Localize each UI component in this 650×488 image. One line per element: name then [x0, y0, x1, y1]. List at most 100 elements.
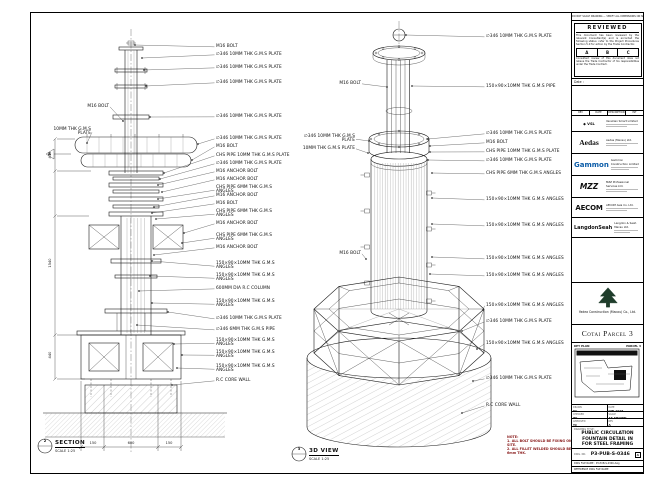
dim-label: 150: [89, 441, 97, 445]
callout-label: ∅346 10mm THK G.M.S PLATE: [486, 130, 552, 136]
status-option-a: A: [577, 48, 598, 56]
callout-label: M16 ANCHOR BOLT: [216, 176, 259, 182]
contractor-block: Yadea Construction (Macau) Co., Ltd.: [572, 283, 643, 325]
callout-label: CHS PIPE 10mm THK G.M.S PLATE: [216, 152, 290, 158]
callout-label: M16 ANCHOR BOLT: [216, 244, 259, 250]
drawing-title-line: PUBLIC CIRCULATION: [581, 431, 634, 436]
review-status-options: A B C: [576, 47, 639, 57]
dim-label: 600: [127, 441, 135, 445]
dwg-rev-badge: A: [634, 451, 641, 458]
drawing-title-line: FOUNTAIN DETAIL IN: [582, 436, 633, 442]
callout-label: M16 BOLT: [216, 43, 238, 49]
drawing-sheet: M16 BOLT ∅346 10mm THK G.M.S PLATE ∅346 …: [30, 12, 644, 474]
callout-label: ∅346 10mm THK G.M.S PLATE: [486, 157, 552, 163]
drawing-title-line: FOR STEEL FRAMING: [581, 442, 634, 447]
revision-area: REV DATE DESCRIPTION INT: [572, 86, 643, 116]
info-value: A: [608, 422, 611, 427]
leader-lines: [86, 34, 485, 414]
drawing-number-row: DWG. NO. P3-PUB-S-0346 A: [572, 449, 643, 461]
callout-label: 150×90×10mm THK G.M.S ANGLES: [216, 272, 275, 283]
callout-label: M16 BOLT: [216, 143, 238, 149]
callout-label: 10mm THK G.M.S PLATE: [53, 126, 91, 137]
consultant-row: Gammon Gammon Construction Limited: [572, 154, 643, 176]
drawing-linework: [37, 21, 492, 462]
dim-label: 150: [165, 441, 173, 445]
callout-label: ∅346 10mm THK G.M.S PLATE: [216, 51, 282, 57]
callout-label: 600mm DIA R.C COLUMN: [216, 285, 271, 291]
title-block-microtext: DO NOT SCALE DRAWING — VERIFY ALL DIMENS…: [572, 13, 643, 21]
consultant-name: AECOM Asia Co. Ltd.: [606, 203, 634, 208]
info-value: KC: [573, 408, 578, 412]
iso-view-drawing: [291, 21, 492, 462]
callout-label: ∅346 10mm THK G.M.S PLATE: [216, 64, 282, 70]
gammon-logo: Gammon: [574, 160, 609, 169]
callout-label: 150×90×10mm THK G.M.S ANGLES: [216, 349, 275, 360]
callout-label: 150×90×10mm THK G.M.S ANGLES: [216, 260, 275, 271]
consultant-name: Langdon & Seah Macau Ltd.: [614, 221, 637, 229]
aecom-logo: AECOM: [575, 203, 603, 212]
consultant-row: LangdonSeah Langdon & Seah Macau Ltd.: [572, 218, 643, 238]
note-line: 1. ALL BOLT SHOULD BE FIXING ON SITE.: [507, 439, 572, 448]
info-value: TC: [573, 422, 578, 427]
callout-label: M16 BOLT: [87, 103, 109, 109]
section-view-title: SECTION: [55, 440, 86, 448]
info-value: JUN 2015: [608, 408, 624, 412]
callout-label: ∅346 10mm THK G.M.S PLATE: [216, 79, 282, 85]
iso-bubble-number: 3: [297, 446, 301, 451]
callout-label: ∅346 10mm THK G.M.S PLATE: [216, 113, 282, 119]
section-bubble-number: 2: [43, 438, 47, 443]
callout-label: ∅346 10mm THK G.M.S PLATE: [216, 315, 282, 321]
general-note: NOTE: 1. ALL BOLT SHOULD BE FIXING ON SI…: [507, 435, 577, 456]
info-label: APPROVED: [573, 419, 586, 423]
mzz-logo: MZZ: [579, 182, 599, 191]
callout-label: M16 BOLT: [216, 200, 238, 206]
drawing-title-label: DRAWING TITLE:: [574, 428, 595, 431]
consultant-name: MZZ Professional Services Ltd.: [606, 180, 630, 188]
callout-label: 150×90×10mm THK G.M.S ANGLES: [216, 363, 275, 374]
langdonseah-logo: LangdonSeah: [574, 224, 613, 231]
info-value: WL: [573, 415, 579, 419]
callout-label: CHS PIPE 10mm THK G.M.S PLATE: [486, 148, 560, 154]
consultant-row: MZZ MZZ Professional Services Ltd.: [572, 176, 643, 198]
stamp-date-row: Date :: [572, 79, 643, 86]
title-block: DO NOT SCALE DRAWING — VERIFY ALL DIMENS…: [571, 13, 643, 473]
callout-label: ∅346 10mm THK G.M.S PLATE: [303, 133, 355, 144]
reviewed-stamp-title: REVIEWED: [576, 25, 639, 33]
callout-label: CHS PIPE 6mm THK G.M.S ANGLES: [216, 232, 273, 243]
callout-label: ∅346 6mm THK G.M.S PIPE: [216, 326, 276, 332]
consultant-name: Aedas (Macau) Ltd.: [606, 138, 632, 143]
rev-col: REV: [572, 110, 590, 115]
callout-label: M16 BOLT: [486, 139, 508, 145]
note-line: 2. ALL FILLET WELDED SHOULD BE 6mm THK.: [507, 447, 572, 456]
empty-panel: [572, 238, 643, 283]
callout-label: 150×90×10mm THK G.M.S ANGLES: [216, 298, 275, 309]
revision-table-header: REV DATE DESCRIPTION INT: [572, 109, 643, 115]
callout-label: 150×90×10mm THK G.M.S ANGLES: [486, 196, 564, 202]
aedas-logo: Aedas: [579, 138, 599, 147]
callout-label: 150×90×10mm THK G.M.S ANGLES: [486, 302, 564, 308]
callout-label: M16 ANCHOR BOLT: [216, 220, 259, 226]
detail-marker-label: A: [48, 151, 51, 156]
venetian-logo: ◆ VSL: [583, 121, 595, 126]
info-label: SCALE: [608, 412, 616, 416]
callout-label: ∅346 10mm THK G.M.S PLATE: [486, 375, 552, 381]
project-title: Cotai Parcel 3: [572, 325, 643, 343]
callout-label: R.C CORE WALL: [216, 377, 251, 383]
iso-view-scale: SCALE 1:25: [309, 456, 330, 461]
consultant-name: Gammon Construction Limited: [610, 158, 639, 166]
callout-label: CHS PIPE 6mm THK G.M.S ANGLES: [216, 208, 273, 219]
dwg-file-row: DWG FILE NAME : P3-PUB-S-0346.dwg: [572, 461, 643, 467]
info-label: DATE: [608, 405, 615, 409]
key-plan-sub: PARCEL 3: [626, 344, 641, 348]
callout-label: M16 ANCHOR BOLT: [216, 192, 259, 198]
reviewed-stamp-footnote: Consultant review of this document does …: [576, 57, 639, 67]
dim-label: 440: [48, 351, 52, 359]
rev-col: DATE: [590, 110, 608, 115]
status-option-b: B: [598, 48, 619, 56]
callout-label: ∅346 10mm THK G.M.S PLATE: [216, 135, 282, 141]
callout-label: 10mm THK G.M.S PLATE: [302, 145, 355, 151]
callout-label: 150×90×10mm THK G.M.S ANGLES: [486, 255, 564, 261]
callout-label: 150×90×10mm THK G.M.S ANGLES: [486, 222, 564, 228]
